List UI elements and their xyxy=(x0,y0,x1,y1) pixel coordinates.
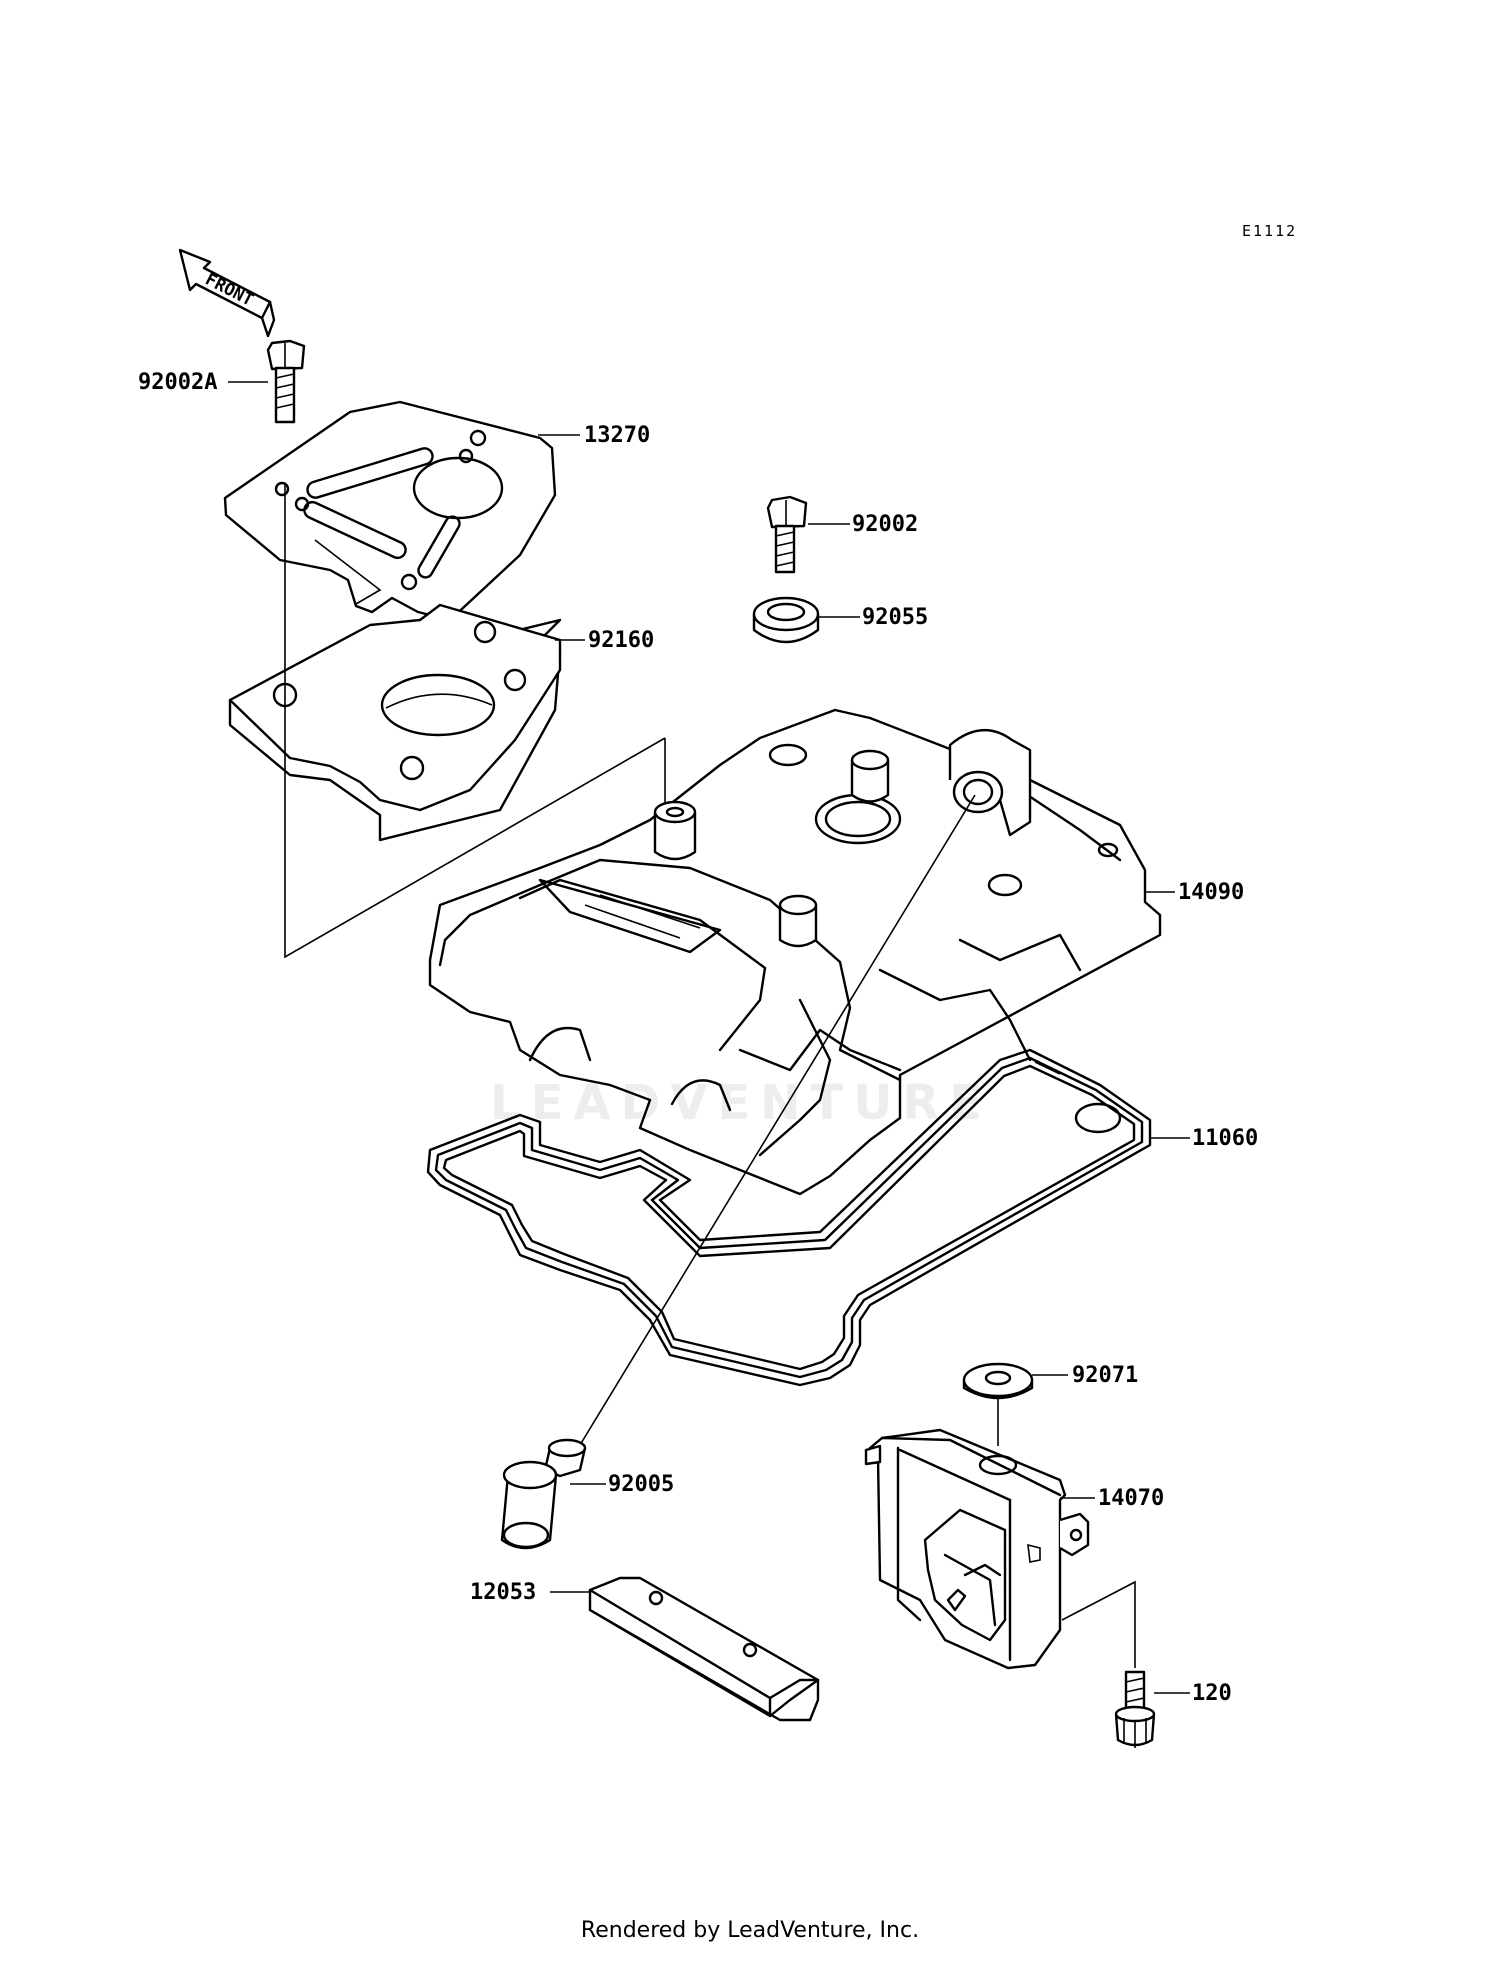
label-92160: 92160 xyxy=(588,628,655,653)
label-120: 120 xyxy=(1192,1681,1232,1706)
label-12053: 12053 xyxy=(470,1580,537,1605)
label-11060: 11060 xyxy=(1192,1126,1259,1151)
plate-13270 xyxy=(223,400,557,622)
label-92055: 92055 xyxy=(862,605,929,630)
watermark: LEADVENTURE xyxy=(490,1075,992,1131)
washer-92071 xyxy=(962,1362,1034,1400)
label-14090: 14090 xyxy=(1178,880,1245,905)
bracket-14070 xyxy=(864,1428,1090,1670)
label-92002a: 92002A xyxy=(138,370,218,395)
valve-cover-14090 xyxy=(428,708,1162,1196)
bolt-92002a xyxy=(266,339,306,424)
pad-12053 xyxy=(588,1576,820,1722)
gasket-11060 xyxy=(426,1048,1152,1387)
washer-92055 xyxy=(752,596,820,644)
label-13270: 13270 xyxy=(584,423,651,448)
gasket-92160 xyxy=(228,603,562,842)
bolt-92002 xyxy=(766,495,808,574)
front-arrow-icon: FRONT xyxy=(178,248,276,338)
footer-credit: Rendered by LeadVenture, Inc. xyxy=(580,1918,920,1943)
guide-line-left xyxy=(284,485,666,959)
label-92005: 92005 xyxy=(608,1472,675,1497)
front-arrow-label: FRONT xyxy=(202,270,257,311)
dowel-92005 xyxy=(500,1438,587,1550)
diagram-code: E1112 xyxy=(1242,222,1298,240)
leader-lines xyxy=(228,381,1190,1694)
label-14070: 14070 xyxy=(1098,1486,1165,1511)
label-92071: 92071 xyxy=(1072,1363,1139,1388)
guide-line-92005 xyxy=(579,794,976,1446)
label-92002: 92002 xyxy=(852,512,919,537)
bolt-120 xyxy=(1114,1670,1156,1748)
